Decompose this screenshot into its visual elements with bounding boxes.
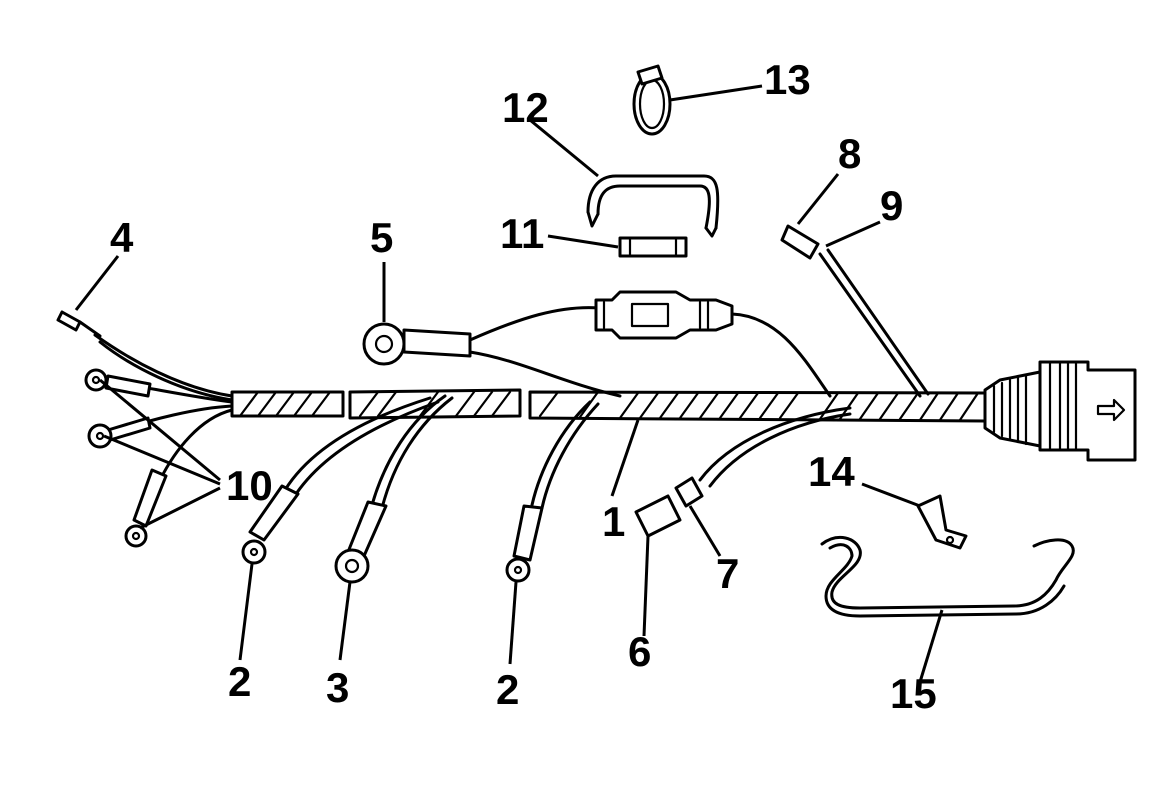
callout-8: 8 <box>838 130 861 177</box>
harness-connector-plug <box>983 360 1137 462</box>
callout-14: 14 <box>808 448 855 495</box>
callout-labels: 1 2 3 2 4 5 6 7 8 9 10 11 12 13 14 15 <box>110 56 937 717</box>
callout-4: 4 <box>110 214 134 261</box>
callout-15: 15 <box>890 670 937 717</box>
callout-9: 9 <box>880 182 903 229</box>
tie-strap-part-13 <box>632 64 672 136</box>
callout-5: 5 <box>370 214 393 261</box>
spare-fuse <box>618 236 688 258</box>
clip-part-12 <box>586 174 720 238</box>
callout-12: 12 <box>502 84 549 131</box>
lead-wire-8-9 <box>780 224 930 398</box>
leader-lines <box>74 84 944 683</box>
callout-1: 1 <box>602 498 625 545</box>
callout-10: 10 <box>226 462 273 509</box>
sensor-branch <box>634 406 852 538</box>
ground-wires <box>241 394 600 584</box>
callout-13: 13 <box>764 56 811 103</box>
fuse-branch <box>362 290 832 398</box>
bracket-part-14 <box>916 494 968 550</box>
callout-6: 6 <box>628 628 651 675</box>
callout-2-right: 2 <box>496 666 519 713</box>
left-breakout-wires <box>56 310 234 548</box>
callout-7: 7 <box>716 550 739 597</box>
arrow-right-icon <box>1096 398 1126 422</box>
callout-2-left: 2 <box>228 658 251 705</box>
callout-11: 11 <box>500 210 544 257</box>
retainer-wire-part-15 <box>820 535 1075 618</box>
callout-3: 3 <box>326 664 349 711</box>
